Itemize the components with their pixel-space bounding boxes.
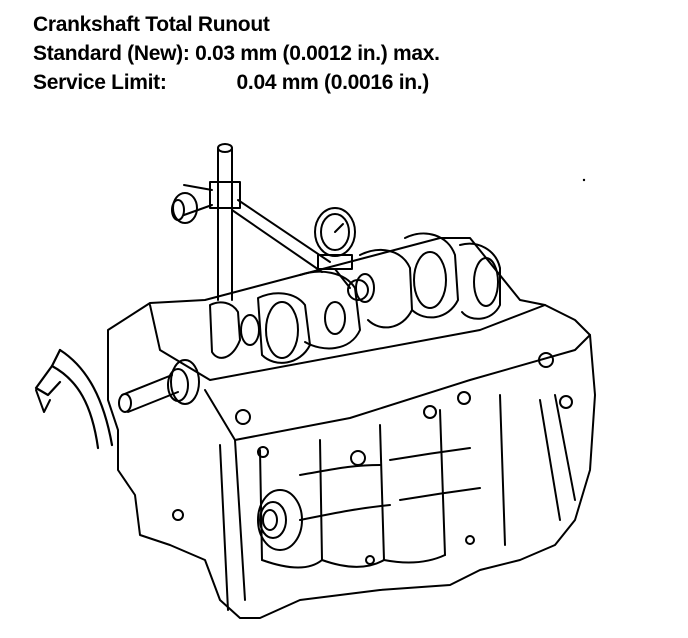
service-label: Service Limit: — [33, 71, 167, 94]
spec-block: Crankshaft Total Runout Standard (New): … — [33, 10, 440, 97]
standard-value: 0.03 mm (0.0012 in.) max. — [195, 42, 440, 65]
rear-seal-boss — [257, 489, 303, 551]
standard-label: Standard (New): — [33, 42, 190, 65]
dial-indicator-icon — [171, 143, 369, 301]
standard-row: Standard (New): 0.03 mm (0.0012 in.) max… — [33, 39, 440, 68]
service-row: Service Limit: 0.04 mm (0.0016 in.) — [33, 68, 440, 97]
rotation-arrow-icon — [34, 348, 114, 450]
stray-mark — [582, 178, 586, 182]
service-value: 0.04 mm (0.0016 in.) — [236, 71, 430, 94]
crankshaft — [118, 232, 501, 413]
engine-block — [107, 237, 596, 619]
spec-title: Crankshaft Total Runout — [33, 13, 270, 36]
